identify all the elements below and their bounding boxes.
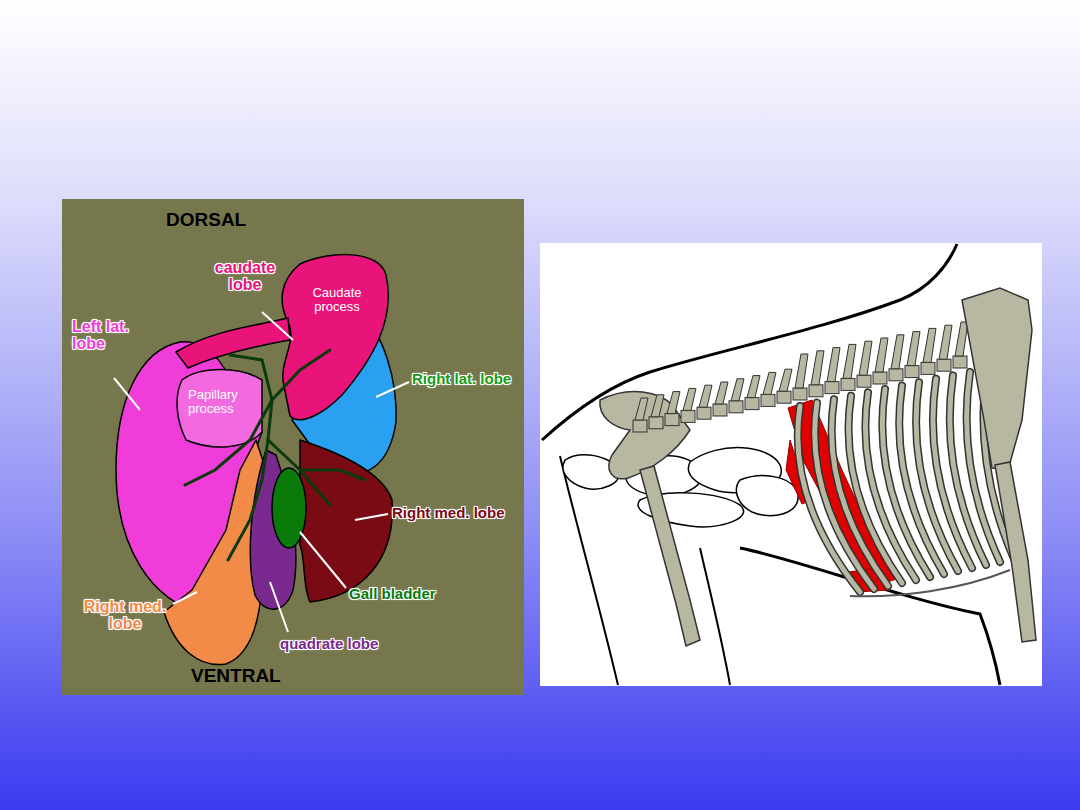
spinous-process xyxy=(891,335,904,369)
spinous-process xyxy=(683,388,696,410)
spinous-process xyxy=(907,332,920,366)
vertebra xyxy=(649,417,663,429)
spinous-process xyxy=(811,351,824,385)
vertebra xyxy=(825,382,839,394)
pelvis xyxy=(600,392,690,479)
sternum xyxy=(850,570,1010,596)
skeleton-panel xyxy=(540,243,1042,686)
organ-label: Gall bladder xyxy=(349,586,436,602)
vertebra xyxy=(889,369,903,381)
gall-bladder xyxy=(272,468,306,548)
vertebra xyxy=(809,385,823,397)
process-label: Papillary process xyxy=(188,388,250,416)
vertebra xyxy=(953,356,967,368)
vertebra xyxy=(921,362,935,374)
vessels xyxy=(185,350,365,560)
spinous-process xyxy=(635,398,648,420)
orientation-label: VENTRAL xyxy=(191,666,281,687)
spinous-process xyxy=(779,369,792,391)
lobe-label: Right med. lobe xyxy=(392,505,505,521)
spinous-process xyxy=(715,382,728,404)
spinous-process xyxy=(731,379,744,401)
orientation-label: DORSAL xyxy=(166,210,246,231)
spinous-process xyxy=(875,338,888,372)
spinous-process xyxy=(699,385,712,407)
spinous-process xyxy=(827,348,840,382)
caudate-lobe xyxy=(282,255,388,420)
spinous-process xyxy=(795,354,808,388)
intestine-loop xyxy=(736,476,798,516)
papillary-process xyxy=(177,370,262,447)
dog-skeleton xyxy=(542,244,1036,685)
spinous-process xyxy=(955,322,968,356)
body-outline xyxy=(560,456,618,685)
spinous-process xyxy=(667,392,680,414)
spinous-process xyxy=(859,341,872,375)
lobe-label: caudate lobe xyxy=(208,259,282,294)
caudate-band xyxy=(176,318,290,368)
vertebra xyxy=(713,404,727,416)
vertebra xyxy=(681,410,695,422)
scapula xyxy=(962,288,1032,470)
spinous-process xyxy=(763,372,776,394)
lobe-label: Right med. lobe xyxy=(78,598,172,633)
leader-lines xyxy=(114,312,409,632)
vertebra xyxy=(777,391,791,403)
vertebra xyxy=(729,401,743,413)
spinous-process xyxy=(939,325,952,359)
right-medial-lobe xyxy=(300,440,392,602)
liver-panel xyxy=(62,199,524,695)
vertebra xyxy=(745,398,759,410)
body-outline xyxy=(700,548,730,685)
vertebra xyxy=(857,375,871,387)
vertebra xyxy=(873,372,887,384)
vertebra xyxy=(905,366,919,378)
vertebra xyxy=(633,420,647,432)
lobe-label: Right lat. lobe xyxy=(412,371,511,387)
humerus xyxy=(995,462,1036,642)
lobe-label: quadrate lobe xyxy=(280,636,378,652)
vertebra xyxy=(665,414,679,426)
process-label: Caudate process xyxy=(305,286,369,314)
lobe-label: Left lat. lobe xyxy=(72,318,144,353)
vertebra xyxy=(937,359,951,371)
spinous-process xyxy=(923,328,936,362)
vertebra xyxy=(697,407,711,419)
spinous-process xyxy=(747,376,760,398)
vertebra xyxy=(841,378,855,390)
vertebra xyxy=(793,388,807,400)
vertebra xyxy=(761,394,775,406)
spinous-process xyxy=(651,395,664,417)
femur xyxy=(640,466,700,646)
spinous-process xyxy=(843,344,856,378)
